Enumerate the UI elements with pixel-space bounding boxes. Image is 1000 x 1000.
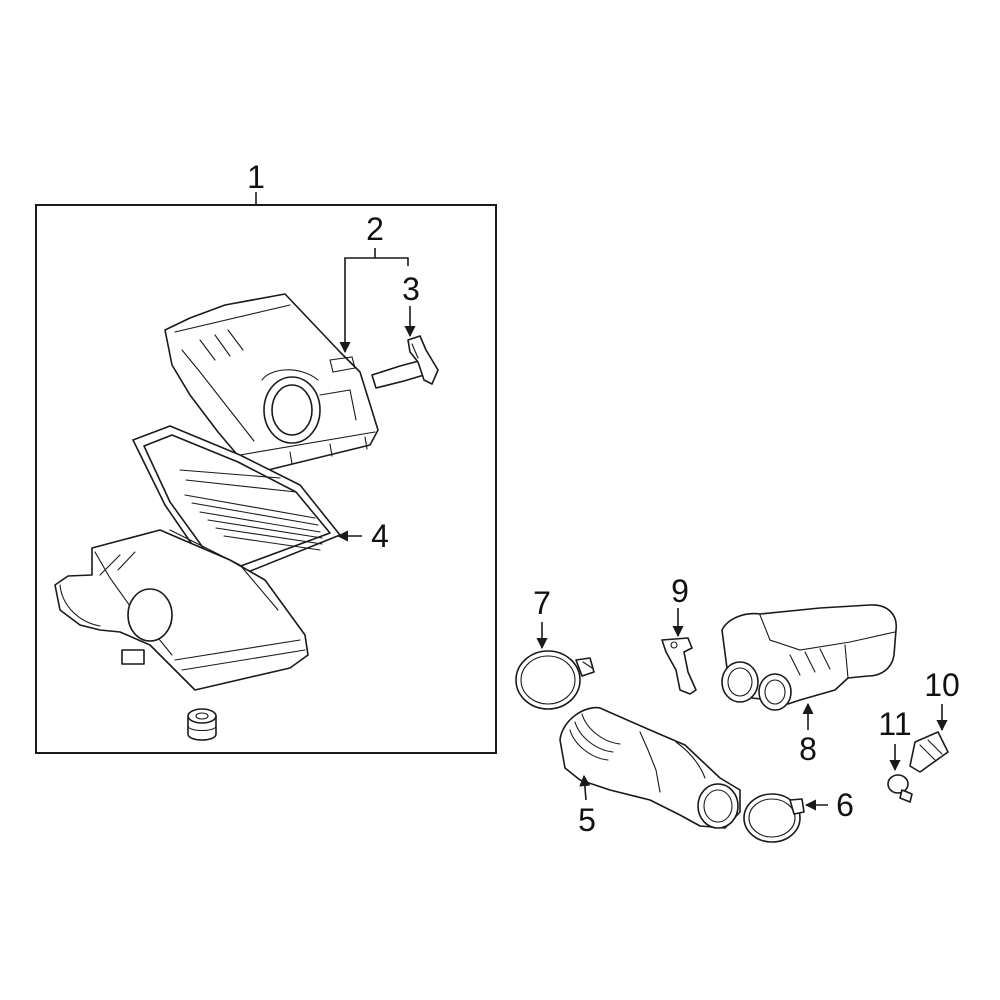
lower-housing[interactable] (54, 529, 309, 691)
hose-clamp-7[interactable] (515, 650, 595, 710)
callout-7: 7 (533, 585, 551, 621)
assembly-frame (35, 204, 497, 754)
leader-2 (339, 248, 376, 354)
support-bracket[interactable] (661, 637, 697, 695)
air-sensor[interactable] (371, 335, 439, 389)
callout-3: 3 (402, 271, 420, 307)
highlighted-seal[interactable] (887, 774, 913, 803)
callout-10: 10 (924, 667, 960, 703)
sensor-plug[interactable] (909, 731, 949, 773)
callout-6: 6 (836, 787, 854, 823)
callout-4: 4 (371, 518, 389, 554)
leader-2b (375, 257, 409, 266)
callout-5: 5 (578, 802, 596, 838)
mount-grommet[interactable] (187, 708, 217, 741)
upper-housing-cover[interactable] (164, 293, 379, 473)
callout-2: 2 (366, 211, 384, 247)
resonator-duct[interactable] (721, 604, 897, 711)
callout-1: 1 (247, 159, 265, 195)
intake-hose[interactable] (559, 706, 741, 829)
hose-clamp-6[interactable] (743, 793, 805, 843)
callout-8: 8 (799, 731, 817, 767)
seal-highlight (887, 774, 909, 794)
leader-5 (579, 774, 591, 801)
callout-9: 9 (671, 573, 689, 609)
callout-11: 11 (878, 706, 911, 742)
